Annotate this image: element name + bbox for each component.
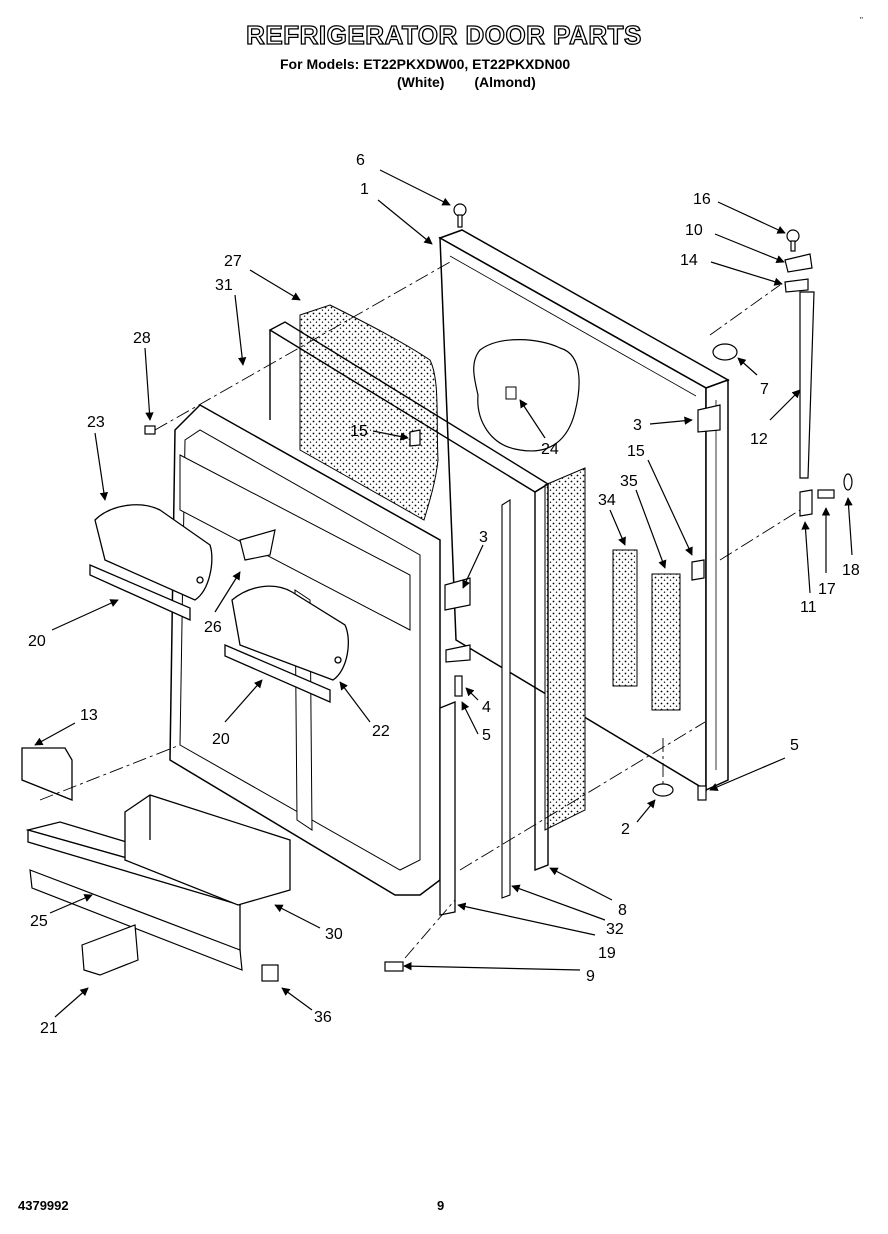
callout-36: 36 <box>314 1009 332 1026</box>
small-clip-36 <box>261 964 279 982</box>
callout-31: 31 <box>215 277 233 294</box>
callout-7: 7 <box>760 381 769 398</box>
door-trim-12 <box>799 291 815 479</box>
callout-labels: 6 1 16 10 14 27 31 28 7 23 15 24 3 15 12… <box>28 152 860 1037</box>
callout-1: 1 <box>360 181 369 198</box>
callout-28: 28 <box>133 330 151 347</box>
diagram-title: REFRIGERATOR DOOR PARTS <box>245 19 642 50</box>
callout-8: 8 <box>618 902 627 919</box>
callout-12: 12 <box>750 431 768 448</box>
callout-14: 14 <box>680 252 698 269</box>
callout-15-left: 15 <box>350 423 368 440</box>
callout-5-center: 5 <box>482 727 491 744</box>
callout-15-right: 15 <box>627 443 645 460</box>
callout-17: 17 <box>818 581 836 598</box>
door-bin-lower <box>224 585 349 703</box>
door-rail <box>29 869 243 971</box>
leader-arrows <box>34 169 853 1018</box>
callout-23: 23 <box>87 414 105 431</box>
insulation-blanket-right <box>544 467 586 831</box>
callout-11: 11 <box>800 599 817 616</box>
cutaway-insulation <box>473 339 580 452</box>
spacer-block-35 <box>651 573 681 711</box>
spacer-block-34 <box>612 549 638 687</box>
door-gasket <box>268 321 550 872</box>
hardware-parts <box>144 203 853 972</box>
document-code: 4379992 <box>18 1198 69 1213</box>
small-clip-21 <box>81 924 139 976</box>
callout-35: 35 <box>620 473 638 490</box>
callout-18: 18 <box>842 562 860 579</box>
callout-2: 2 <box>621 821 630 838</box>
callout-3-right: 3 <box>633 417 642 434</box>
callout-24: 24 <box>541 441 559 458</box>
gasket-strip <box>501 499 511 899</box>
callout-10: 10 <box>685 222 703 239</box>
model-numbers: For Models: ET22PKXDW00, ET22PKXDN00 <box>280 56 571 72</box>
hinge-strip <box>439 701 456 916</box>
dairy-bin <box>124 794 291 906</box>
cutaway-clip <box>505 386 517 400</box>
assembly-guide-lines <box>39 261 801 959</box>
corner-mark: " <box>860 16 863 25</box>
callout-30: 30 <box>325 926 343 943</box>
callout-3-center: 3 <box>479 529 488 546</box>
callout-25: 25 <box>30 913 48 930</box>
callout-16: 16 <box>693 191 711 208</box>
callout-4: 4 <box>482 699 491 716</box>
door-bin-upper <box>89 504 213 622</box>
callout-21: 21 <box>40 1020 58 1037</box>
callout-20-upper: 20 <box>28 633 46 650</box>
callout-22: 22 <box>372 723 390 740</box>
color-variants: (White) (Almond) <box>397 74 536 90</box>
callout-20-lower: 20 <box>212 731 230 748</box>
callout-6: 6 <box>356 152 365 169</box>
callout-13: 13 <box>80 707 98 724</box>
insulation-blanket-top <box>299 304 439 521</box>
page-number: 9 <box>437 1198 445 1213</box>
callout-9: 9 <box>586 968 595 985</box>
callout-27: 27 <box>224 253 242 270</box>
callout-5-right: 5 <box>790 737 799 754</box>
callout-19: 19 <box>598 945 616 962</box>
variant-almond-label: (Almond) <box>474 74 536 90</box>
callout-34: 34 <box>598 492 616 509</box>
variant-white-label: (White) <box>397 74 445 90</box>
callout-32: 32 <box>606 921 624 938</box>
callout-26: 26 <box>204 619 222 636</box>
